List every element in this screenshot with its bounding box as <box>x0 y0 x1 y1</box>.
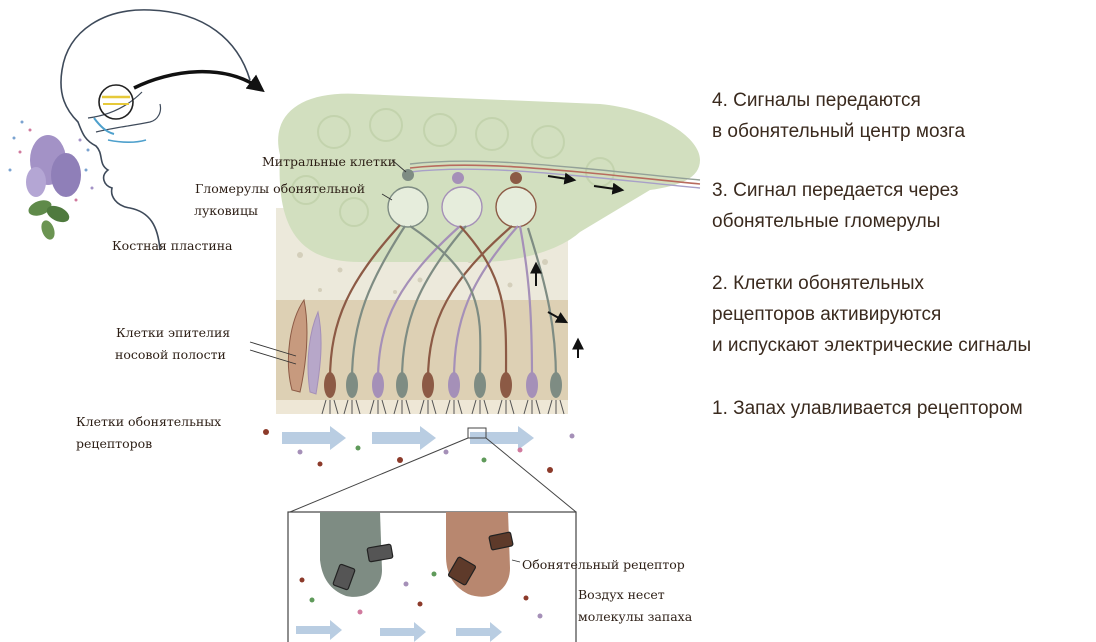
epithelium-label-line1: Клетки эпителия <box>116 323 230 343</box>
step-2: 2. Клетки обонятельных рецепторов активи… <box>712 268 1031 361</box>
air-label-line2: молекулы запаха <box>578 607 692 627</box>
step-2-line3: и испускают электрические сигналы <box>712 330 1031 361</box>
epithelium-label-line2: носовой полости <box>115 345 226 365</box>
step-1-line1: 1. Запах улавливается рецептором <box>712 393 1023 424</box>
step-4-line2: в обонятельный центр мозга <box>712 116 965 147</box>
step-3-line1: 3. Сигнал передается через <box>712 175 958 206</box>
receptor-inset <box>288 512 576 642</box>
step-3-line2: обонятельные гломерулы <box>712 206 958 237</box>
lilac-flowers-illustration <box>9 121 94 242</box>
glomeruli-label-line2: луковицы <box>194 201 258 221</box>
mitral-cells-label: Митральные клетки <box>262 152 396 172</box>
olfactory-receptor-label: Обонятельный рецептор <box>522 555 685 575</box>
step-2-line1: 2. Клетки обонятельных <box>712 268 1031 299</box>
step-2-line2: рецепторов активируются <box>712 299 1031 330</box>
air-label-line1: Воздух несет <box>578 585 665 605</box>
step-1: 1. Запах улавливается рецептором <box>712 393 1023 424</box>
receptor-cells-label-line2: рецепторов <box>76 434 152 454</box>
glomeruli-label-line1: Гломерулы обонятельной <box>195 179 365 199</box>
step-3: 3. Сигнал передается через обонятельные … <box>712 175 958 237</box>
step-4-line1: 4. Сигналы передаются <box>712 85 965 116</box>
bone-plate-label: Костная пластина <box>112 236 233 256</box>
receptor-cells-label-line1: Клетки обонятельных <box>76 412 221 432</box>
step-4: 4. Сигналы передаются в обонятельный цен… <box>712 85 965 147</box>
